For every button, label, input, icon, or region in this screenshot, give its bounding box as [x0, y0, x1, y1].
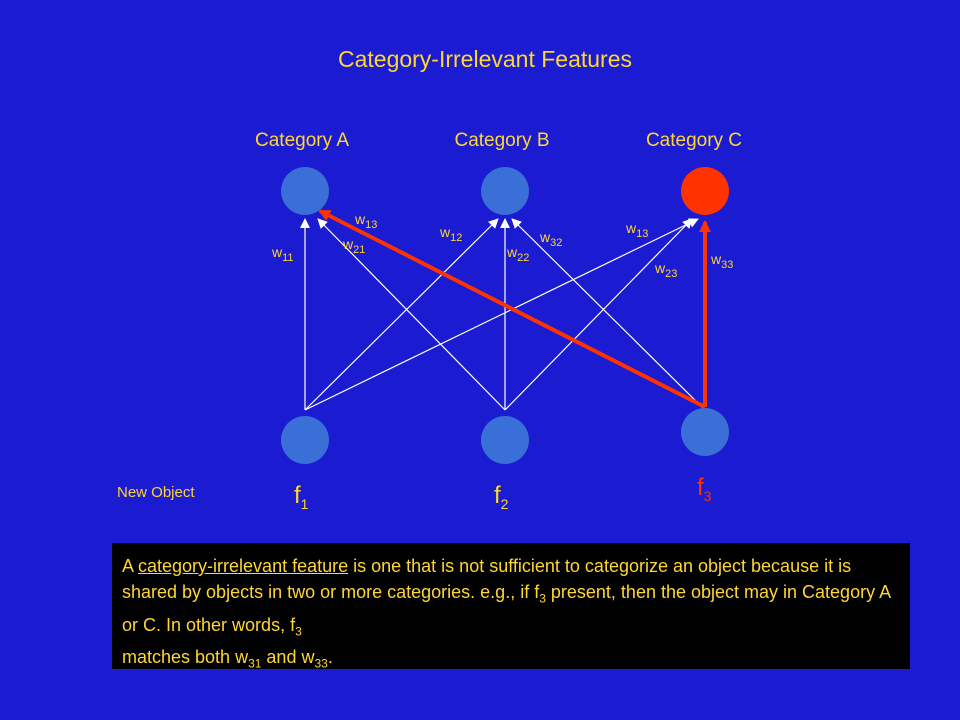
edge-f3-A-highlight: [318, 209, 706, 409]
edge-f1-C: [304, 218, 699, 411]
weight-label-w12: w12: [440, 224, 463, 244]
feature-node-f1: [281, 416, 329, 464]
description-box: A category-irrelevant feature is one tha…: [112, 543, 910, 671]
weight-label-w33: w33: [711, 251, 734, 271]
weight-label-w11: w11: [272, 244, 294, 264]
edge-f2-C: [504, 218, 693, 411]
weight-label-w32: w32: [540, 229, 563, 249]
weight-label-w23: w23: [655, 260, 678, 280]
feature-label-f3: f3: [697, 474, 712, 504]
feature-label-f1: f1: [294, 482, 309, 512]
category-node-a: [281, 167, 329, 215]
slide-title: Category-Irrelevant Features: [337, 46, 632, 72]
edge-f1-B: [304, 218, 499, 411]
weight-label-w13-c: w13: [626, 220, 649, 240]
edge-f3-B: [511, 218, 706, 411]
new-object-label: New Object: [117, 484, 195, 501]
category-node-b: [481, 167, 529, 215]
weight-label-w22: w22: [507, 244, 530, 264]
feature-node-f2: [481, 416, 529, 464]
weight-label-w13-a: w13: [355, 211, 378, 231]
category-b-label: Category B: [454, 130, 550, 151]
edge-f2-A: [317, 218, 506, 411]
category-a-label: Category A: [255, 130, 349, 151]
feature-node-f3: [681, 408, 729, 456]
feature-label-f2: f2: [494, 482, 509, 512]
weight-label-w21: w21: [343, 236, 366, 256]
term-category-irrelevant-feature: category-irrelevant feature: [138, 556, 349, 576]
category-node-c: [681, 167, 729, 215]
category-c-label: Category C: [645, 130, 743, 151]
